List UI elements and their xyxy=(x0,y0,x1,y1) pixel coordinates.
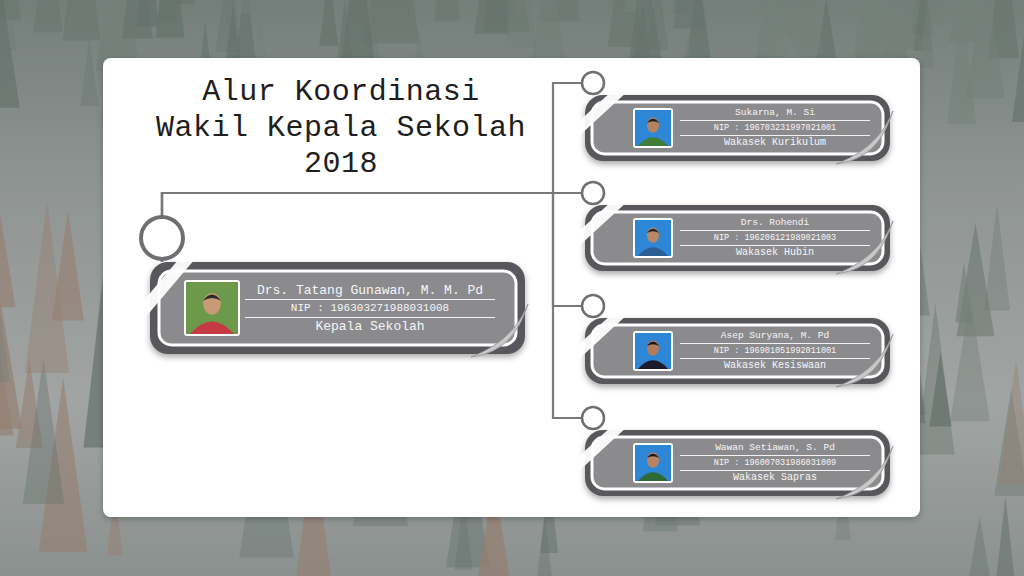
card-inner xyxy=(159,271,516,345)
person-name: Sukarna, M. Si xyxy=(680,106,870,120)
joint-circle xyxy=(582,182,604,204)
deputy-card: Asep Suryana, M. PdNIP : 196901051992011… xyxy=(585,318,890,384)
deputy-card: Sukarna, M. SiNIP : 196703231997021001Wa… xyxy=(585,95,890,161)
joint-circle xyxy=(582,295,604,317)
nip-number: NIP : 196901051992011001 xyxy=(680,343,870,359)
card-inner xyxy=(592,102,883,154)
card-outer xyxy=(585,318,890,384)
text-holder: Sukarna, M. SiNIP : 196703231997021001Wa… xyxy=(680,106,870,150)
diagonal-slash xyxy=(563,189,641,246)
connector-line xyxy=(162,193,593,430)
job-title: Wakasek Hubin xyxy=(680,246,870,260)
text-holder: Asep Suryana, M. PdNIP : 196901051992011… xyxy=(680,329,870,373)
page-curl xyxy=(836,446,893,499)
nip-number: NIP : 196303271988031008 xyxy=(245,299,495,318)
page-curl xyxy=(836,334,893,387)
person-name: Wawan Setiawan, S. Pd xyxy=(680,441,870,455)
diagram-title: Alur Koordinasi Wakil Kepala Sekolah 201… xyxy=(155,74,527,182)
card-inner xyxy=(592,325,883,377)
deputy-card: Drs. RohendiNIP : 196206121989021003Waka… xyxy=(585,205,890,271)
joint-circle xyxy=(582,407,604,429)
head-card: Drs. Tatang Gunawan, M. M. PdNIP : 19630… xyxy=(150,262,525,354)
person-name: Drs. Rohendi xyxy=(680,216,870,230)
joint-circle xyxy=(141,217,183,259)
person-name: Drs. Tatang Gunawan, M. M. Pd xyxy=(245,282,495,299)
card-outer xyxy=(585,430,890,496)
text-holder: Drs. RohendiNIP : 196206121989021003Waka… xyxy=(680,216,870,260)
job-title: Wakasek Kurikulum xyxy=(680,136,870,150)
text-holder: Wawan Setiawan, S. PdNIP : 1960070319860… xyxy=(680,441,870,485)
job-title: Wakasek Kesiswaan xyxy=(680,359,870,373)
job-title: Wakasek Sapras xyxy=(680,471,870,485)
job-title: Kepala Sekolah xyxy=(245,318,495,335)
text-holder: Drs. Tatang Gunawan, M. M. PdNIP : 19630… xyxy=(245,282,495,335)
page-curl xyxy=(836,221,893,274)
white-panel xyxy=(103,58,920,517)
card-outer xyxy=(585,205,890,271)
portrait-photo xyxy=(633,331,673,371)
card-outer xyxy=(585,95,890,161)
page-curl xyxy=(471,304,528,357)
portrait-photo xyxy=(633,443,673,483)
connector-line xyxy=(162,193,593,262)
card-inner xyxy=(592,212,883,264)
card-inner xyxy=(592,437,883,489)
portrait-photo xyxy=(633,108,673,148)
portrait-photo xyxy=(633,218,673,258)
diagonal-slash xyxy=(563,414,641,471)
deputy-card: Wawan Setiawan, S. PdNIP : 1960070319860… xyxy=(585,430,890,496)
nip-number: NIP : 196703231997021001 xyxy=(680,120,870,136)
nip-number: NIP : 196206121989021003 xyxy=(680,230,870,246)
diagonal-slash xyxy=(563,79,641,136)
person-name: Asep Suryana, M. Pd xyxy=(680,329,870,343)
portrait-photo xyxy=(184,280,240,336)
title-holder: Alur Koordinasi Wakil Kepala Sekolah 201… xyxy=(155,74,527,182)
page-curl xyxy=(836,111,893,164)
joint-circle xyxy=(582,72,604,94)
card-outer xyxy=(150,262,525,354)
nip-number: NIP : 196007031986031009 xyxy=(680,455,870,471)
diagonal-slash xyxy=(563,302,641,359)
